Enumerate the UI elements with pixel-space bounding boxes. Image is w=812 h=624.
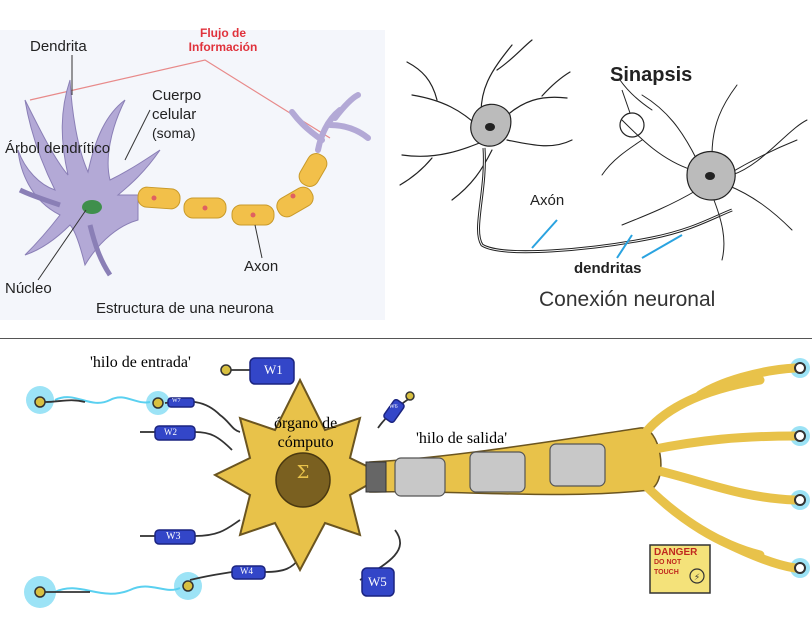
label-info-flow: Flujo de Información [188,26,258,54]
label-compute-organ-1: órgano de [274,415,338,432]
label-input-wire: 'hilo de entrada' [90,354,191,371]
axon-inner [478,147,733,253]
dendritic-tree [17,79,161,277]
input-terminals [34,364,415,598]
axon-segment-dots [151,193,296,218]
label-cell-body-1: Cuerpo [152,87,202,104]
output-branches [635,363,800,573]
label-dendrite: Dendrita [30,38,87,55]
output-terminals [794,362,806,574]
danger-text-2: DO NOT [654,559,682,566]
structure-caption: Estructura de una neurona [96,300,274,317]
compute-organ-nucleus [275,452,331,508]
label-info-flow-line1: Flujo de [200,26,246,40]
label-nucleus: Núcleo [5,280,52,297]
panel-divider [0,338,812,339]
info-flow-line [29,59,331,139]
neuron-structure-panel: Dendrita Flujo de Información Cuerpo cel… [0,0,390,330]
danger-text: DANGER DO NOT TOUCH [654,548,697,578]
label-compute-organ-2: cómputo [277,434,334,451]
lightning-glyph: ⚡ [694,573,700,583]
weights [154,357,405,597]
label-dendritic-tree: Árbol dendrítico [5,140,111,157]
connection-pointers [531,219,683,259]
weight-label-1: W1 [264,362,283,377]
neuron-a-nucleus [485,123,495,131]
label-synapse: Sinapsis [610,64,693,86]
weight-label-4: W4 [240,566,253,576]
weight-label-5: W5 [368,574,387,589]
label-info-flow-line2: Información [188,40,258,54]
artificial-neuron-drawing: Σ ⚡ [24,357,810,608]
label-axon: Axon [244,258,279,275]
label-connection-axon: Axón [530,192,565,209]
weight-label-3: W3 [166,531,181,542]
neuron-structure-drawing [0,30,385,320]
weight-label-7: W7 [172,398,181,404]
label-cell-body-3: (soma) [152,125,196,141]
axon-terminal [289,92,371,153]
weight-label-6: W6 [389,404,398,410]
label-cell-body: Cuerpo celular (soma) [152,86,201,143]
label-output-wire: 'hilo de salida' [416,430,508,447]
neuron-connection-drawing [399,39,808,261]
danger-text-1: DANGER [654,547,698,558]
artificial-neuron-panel: Σ ⚡ W1 W2 W3 W4 W5 W6 W7 'hilo de entrad… [0,340,812,624]
synapse-pointer [621,89,631,114]
neuron-connection-panel: Sinapsis Axón dendritas Conexión neurona… [392,0,812,330]
axon-sheaths [394,443,606,497]
sigma-icon: Σ [297,462,310,483]
connection-caption: Conexión neuronal [539,288,716,311]
nucleus [82,200,102,214]
danger-text-3: TOUCH [654,569,679,576]
danger-sign [649,544,711,594]
structure-pointers [37,55,263,281]
weight-label-2: W2 [164,427,177,437]
label-compute-organ: órgano de cómputo [274,414,337,452]
label-cell-body-2: celular [152,106,197,123]
neuron-b-dendrites [601,79,808,261]
lightning-icon [689,568,705,584]
neuron-b-nucleus [705,172,715,180]
spark-trails [54,396,181,595]
axon-connector [365,461,387,493]
label-dendrites: dendritas [574,260,642,277]
synapse-circle [619,112,645,138]
